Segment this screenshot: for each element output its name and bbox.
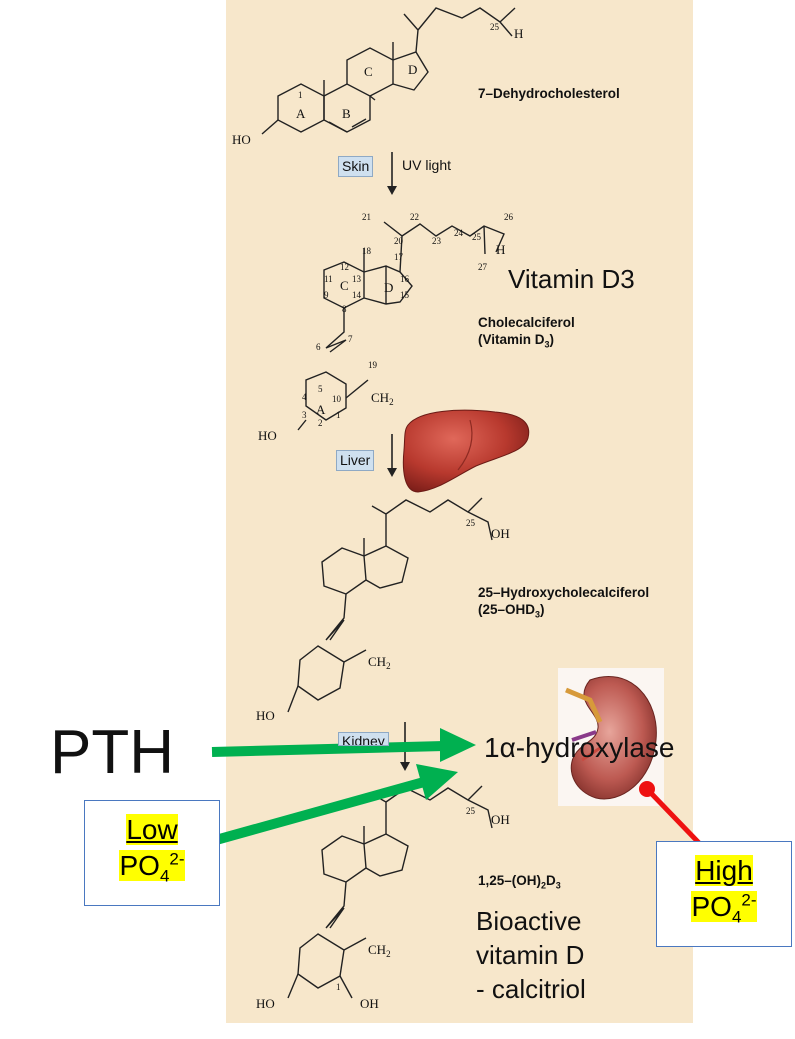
svg-text:5: 5 [318, 384, 323, 394]
oh-label-3: OH [491, 526, 510, 541]
bioactive-vitamin-d-label: Bioactive vitamin D - calcitriol [476, 906, 586, 1004]
ring-c-label-2: C [340, 278, 349, 293]
liver-image [402, 409, 530, 493]
pth-label: PTH [50, 718, 174, 787]
liver-step-tag: Liver [336, 450, 375, 471]
svg-text:12: 12 [340, 262, 349, 272]
svg-text:10: 10 [332, 394, 342, 404]
svg-text:13: 13 [352, 274, 362, 284]
structure-calcitriol [287, 785, 493, 999]
high-po4-label: PO42- [691, 891, 757, 927]
svg-text:14: 14 [352, 290, 362, 300]
high-phosphate-box: High PO42- [656, 841, 792, 947]
svg-text:19: 19 [368, 360, 378, 370]
svg-text:17: 17 [394, 252, 404, 262]
ring-d-label: D [408, 62, 417, 77]
compound-cholecalciferol: Cholecalciferol (Vitamin D3) [478, 315, 575, 350]
kidney-image [558, 668, 664, 806]
compound-7-dehydrocholesterol: 7–Dehydrocholesterol [478, 86, 620, 101]
svg-text:4: 4 [302, 392, 307, 402]
ch2-label-4: CH2 [368, 942, 391, 959]
structure-cholecalciferol [297, 221, 505, 431]
svg-text:16: 16 [400, 274, 410, 284]
ring-a-label-2: A [316, 402, 326, 417]
svg-text:25: 25 [472, 232, 482, 242]
low-label: Low [126, 814, 178, 845]
svg-text:11: 11 [324, 274, 333, 284]
low-po4-label: PO42- [119, 850, 185, 886]
svg-text:6: 6 [316, 342, 321, 352]
uv-light-label: UV light [402, 157, 452, 173]
ho-label-1: HO [232, 132, 251, 147]
svg-text:9: 9 [324, 290, 329, 300]
ho-label-2: HO [258, 428, 277, 443]
svg-text:3: 3 [302, 410, 307, 420]
svg-text:22: 22 [410, 212, 419, 222]
svg-text:21: 21 [362, 212, 371, 222]
c25-label-1: 25 [490, 22, 500, 32]
skin-step-arrow [387, 152, 397, 195]
svg-text:18: 18 [362, 246, 372, 256]
svg-text:8: 8 [342, 304, 347, 314]
c1-number: 1 [298, 90, 303, 100]
c25-label-4: 25 [466, 806, 476, 816]
svg-text:26: 26 [504, 212, 514, 222]
enzyme-1a-hydroxylase-label: 1α-hydroxylase [484, 732, 675, 763]
compound-calcitriol: 1,25–(OH)2D3 [478, 873, 561, 891]
svg-text:15: 15 [400, 290, 410, 300]
ring-a-label: A [296, 106, 306, 121]
low-phosphate-box: Low PO42- [84, 800, 220, 906]
skin-step-tag: Skin [338, 156, 374, 177]
vitamin-d3-label: Vitamin D3 [508, 264, 635, 294]
h-label-2: H [496, 242, 505, 257]
carbon-numbers-2: 21 22 23 24 25 26 27 20 17 18 12 11 9 13… [302, 212, 514, 428]
ch2-label-1: CH2 [371, 390, 394, 407]
pth-arrow [211, 728, 476, 762]
svg-text:20: 20 [394, 236, 404, 246]
ring-d-label-2: D [384, 280, 393, 295]
svg-text:1: 1 [336, 410, 341, 420]
svg-text:24: 24 [454, 228, 464, 238]
c1-label-4: 1 [336, 982, 341, 992]
svg-text:23: 23 [432, 236, 442, 246]
ring-b-label: B [342, 106, 351, 121]
ring-c-label: C [364, 64, 373, 79]
oh-label-4a: OH [491, 812, 510, 827]
svg-text:7: 7 [348, 334, 353, 344]
compound-25-hydroxycholecalciferol: 25–Hydroxycholecalciferol (25–OHD3) [478, 585, 650, 620]
high-label: High [695, 855, 753, 886]
liver-step-arrow [387, 434, 397, 477]
pathway-panel [226, 0, 693, 1023]
high-phosphate-inhibition [639, 781, 702, 846]
kidney-step-tag: Kidney [338, 732, 389, 746]
svg-text:27: 27 [478, 262, 488, 272]
structure-7-dehydrocholesterol [261, 7, 516, 135]
ho-label-4: HO [256, 996, 275, 1011]
h-label-1: H [514, 26, 523, 41]
structure-25-hydroxycholecalciferol [287, 497, 493, 713]
c25-label-3: 25 [466, 518, 476, 528]
oh-label-4b: OH [360, 996, 379, 1011]
ch2-label-3: CH2 [368, 654, 391, 671]
ho-label-3: HO [256, 708, 275, 723]
svg-text:2: 2 [318, 418, 323, 428]
low-phosphate-arrow [214, 764, 458, 845]
